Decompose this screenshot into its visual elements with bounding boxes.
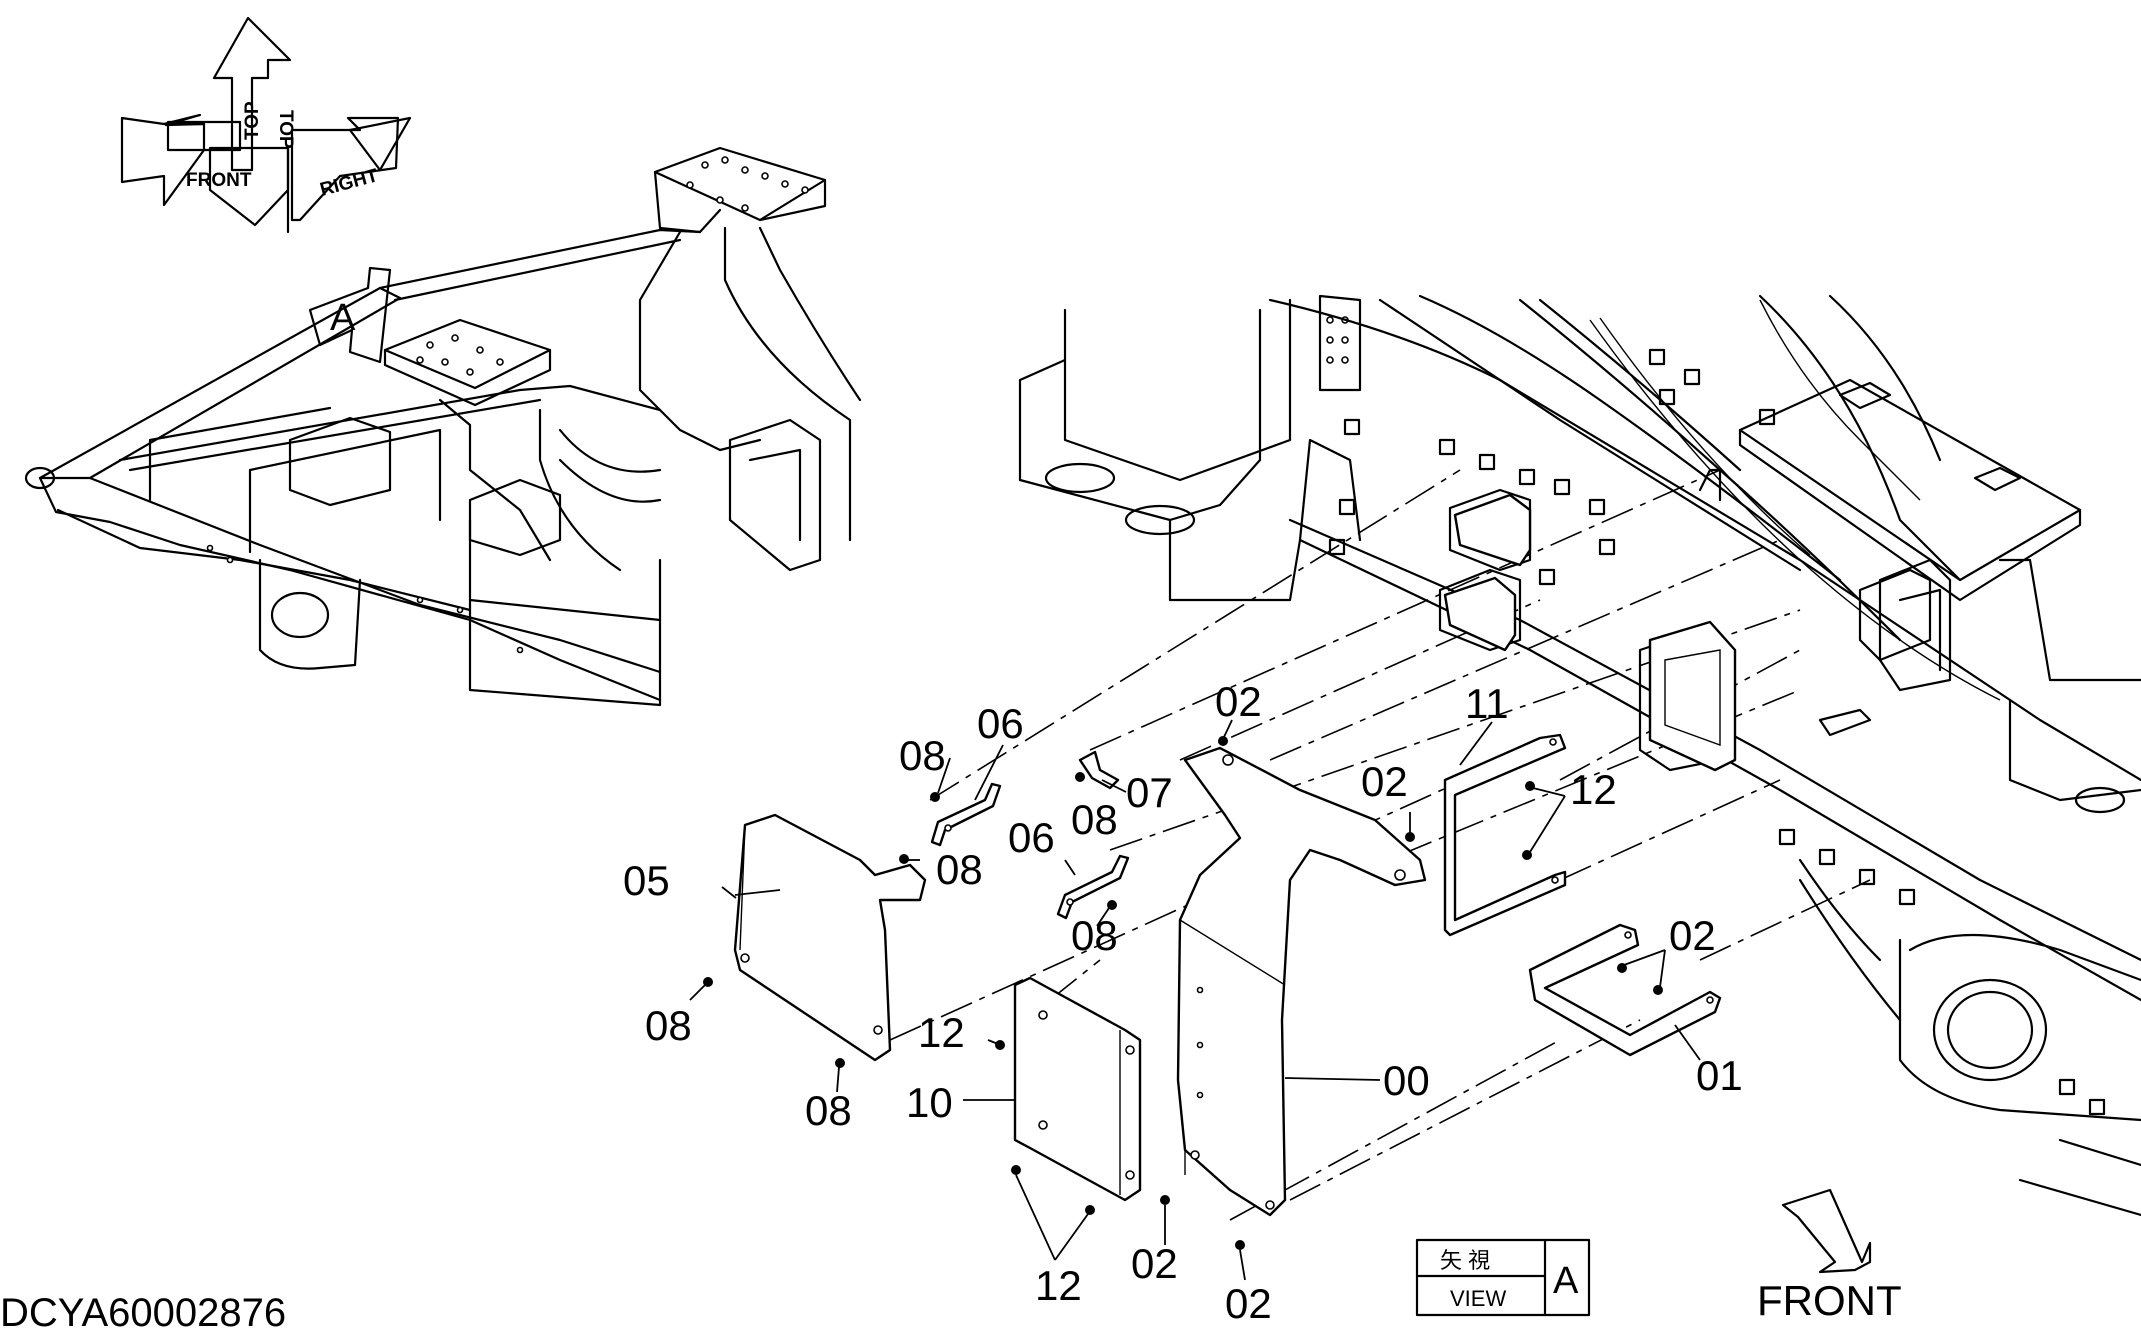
callout-label: 12 xyxy=(1570,766,1617,813)
top-direction-label-2: TOP xyxy=(275,110,296,149)
front-label: FRONT xyxy=(1757,1277,1902,1324)
top-direction-label: TOP xyxy=(242,101,263,140)
part-06-clip xyxy=(930,782,1002,847)
callout-label: 11 xyxy=(1465,680,1509,727)
front-direction-label: FRONT xyxy=(186,170,252,191)
fasteners xyxy=(703,736,1663,1250)
callout-label: 07 xyxy=(1126,769,1173,816)
callout-label: 05 xyxy=(623,857,670,904)
callout-label: 08 xyxy=(805,1087,852,1134)
callouts: 08 06 02 11 07 08 05 08 06 02 12 08 02 0… xyxy=(623,678,1743,1327)
callout-label: 02 xyxy=(1215,678,1262,725)
callout-label: 02 xyxy=(1131,1240,1178,1287)
callout-label: 08 xyxy=(936,846,983,893)
part-10-plate xyxy=(1013,976,1142,1202)
front-arrow-icon: FRONT xyxy=(1757,1188,1902,1324)
callout-label: 08 xyxy=(645,1002,692,1049)
right-direction-label: RIGHT xyxy=(318,165,381,201)
callout-label: 08 xyxy=(1071,796,1118,843)
leader-lines xyxy=(689,719,1701,1281)
callout-label: 06 xyxy=(977,700,1024,747)
part-01-bracket xyxy=(1528,923,1722,1057)
callout-label: 10 xyxy=(906,1079,953,1126)
callout-label: 12 xyxy=(918,1009,965,1056)
part-00-main-bracket xyxy=(1176,746,1427,1217)
frame-rect-bracket xyxy=(1648,620,1737,772)
orientation-arrows-icon: FRONT TOP TOP RIGHT xyxy=(120,16,412,234)
drawing-code: DCYA60002876 xyxy=(0,1291,286,1335)
callout-label: 02 xyxy=(1669,912,1716,959)
part-07-clip xyxy=(1078,750,1120,790)
part-06-clip-2 xyxy=(1056,854,1130,920)
part-11-bracket xyxy=(1443,733,1567,937)
callout-label: 02 xyxy=(1225,1280,1272,1327)
callout-label: 06 xyxy=(1008,814,1055,861)
callout-label: 12 xyxy=(1035,1262,1082,1309)
callout-label: 08 xyxy=(1071,912,1118,959)
view-kanji-label: 矢 視 xyxy=(1440,1248,1490,1273)
view-a-box: 矢 視 VIEW A xyxy=(1415,1238,1591,1317)
callout-label: 02 xyxy=(1361,758,1408,805)
part-05-cover xyxy=(733,813,927,1062)
callout-label: 01 xyxy=(1696,1052,1743,1099)
view-letter: A xyxy=(1553,1260,1579,1302)
callout-label: 00 xyxy=(1383,1057,1430,1104)
overview-frame-drawing: A xyxy=(24,146,862,707)
tower-brackets xyxy=(1443,493,1532,652)
view-label: VIEW xyxy=(1450,1286,1506,1311)
callout-label: 08 xyxy=(899,732,946,779)
